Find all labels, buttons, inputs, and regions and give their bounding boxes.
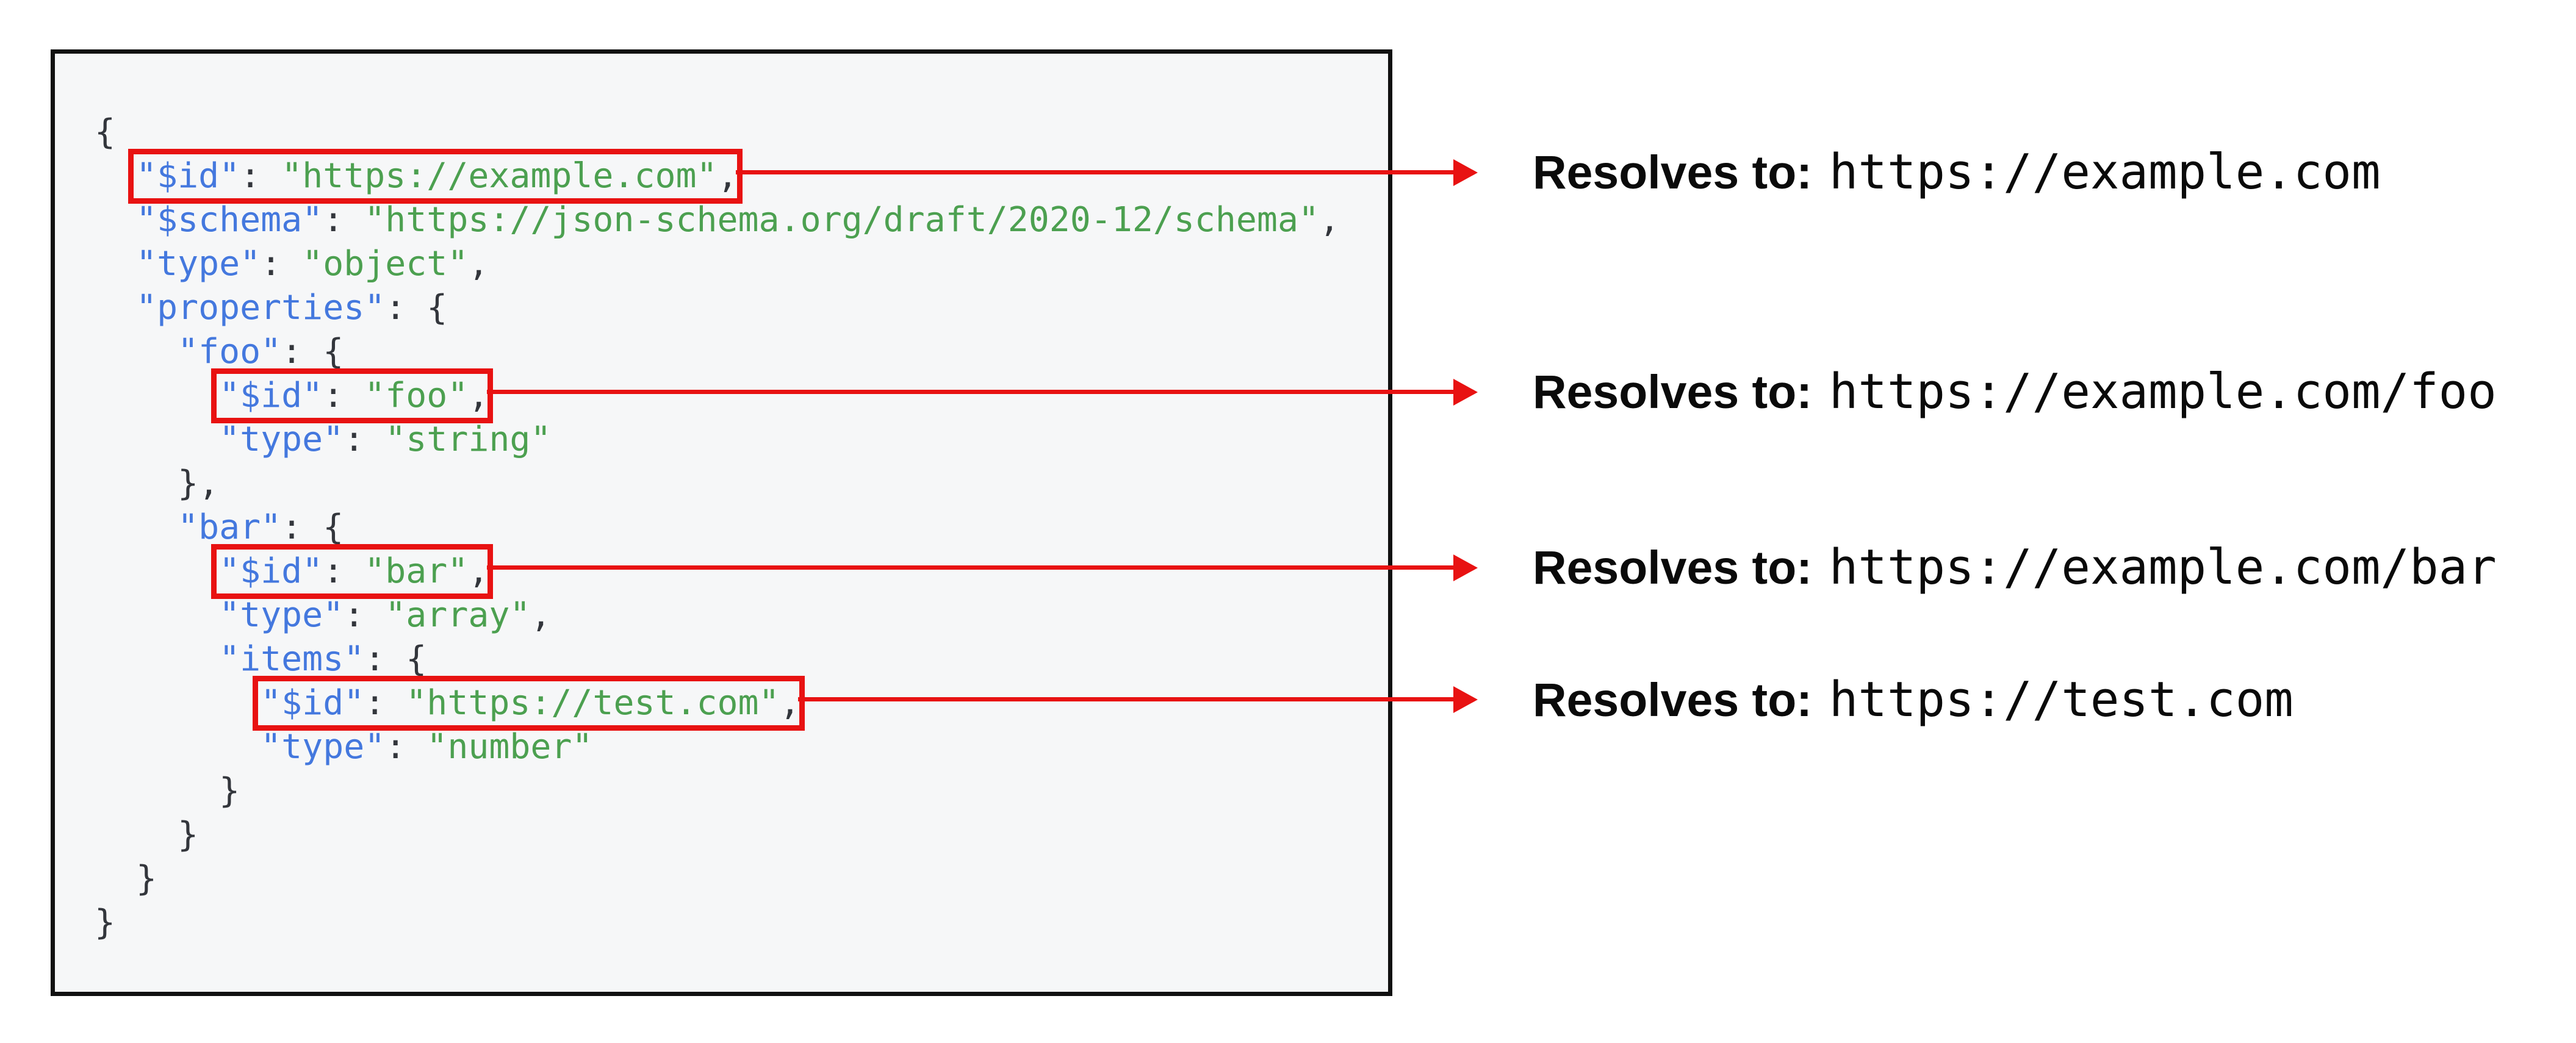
annotation-foo-id: Resolves to: https://example.com/foo	[1533, 364, 2497, 420]
code-token-punct: },	[178, 464, 220, 503]
code-token-punct: :	[323, 551, 365, 591]
code-line: }	[95, 857, 1340, 901]
code-token-punct: : {	[281, 507, 344, 547]
code-token-key: "type"	[136, 244, 261, 284]
code-token-string: "number"	[426, 727, 593, 767]
code-token-string: "https://test.com"	[406, 683, 780, 723]
code-token-key: "properties"	[136, 288, 386, 328]
code-line: "$id": "bar",	[95, 544, 1340, 599]
arrow-foo-id	[487, 390, 1453, 394]
code-token-string: "object"	[302, 244, 469, 284]
resolves-to-label: Resolves to:	[1533, 542, 1812, 594]
code: { "$id": "https://example.com", "$schema…	[95, 110, 1340, 945]
code-token-punct: : {	[364, 639, 427, 679]
code-token-key: "bar"	[178, 507, 282, 547]
resolved-uri: https://example.com	[1829, 144, 2381, 200]
resolves-to-label: Resolves to:	[1533, 366, 1812, 418]
code-line: }	[95, 813, 1340, 857]
code-token-punct: :	[323, 200, 365, 240]
code-token-punct: {	[95, 112, 116, 152]
code-token-key: "type"	[219, 595, 344, 635]
code-line: "$schema": "https://json-schema.org/draf…	[95, 198, 1340, 242]
annotation-root-id: Resolves to: https://example.com	[1533, 144, 2381, 200]
code-token-key: "$id"	[261, 683, 365, 723]
id-highlight-box: "$id": "https://example.com",	[128, 149, 743, 204]
code-token-key: "$schema"	[136, 200, 323, 240]
code-token-punct: ,	[530, 595, 552, 635]
code-token-string: "https://json-schema.org/draft/2020-12/s…	[364, 200, 1319, 240]
code-line: "type": "array",	[95, 593, 1340, 637]
code-token-punct: :	[240, 156, 282, 196]
code-line: "$id": "https://example.com",	[95, 149, 1340, 204]
code-token-key: "foo"	[178, 332, 282, 371]
code-token-punct: :	[364, 683, 406, 723]
code-line: "type": "number"	[95, 725, 1340, 769]
code-line: "properties": {	[95, 286, 1340, 330]
id-highlight-box: "$id": "https://test.com",	[253, 676, 805, 731]
code-token-punct: :	[344, 595, 386, 635]
resolves-to-label: Resolves to:	[1533, 146, 1812, 199]
json-schema-code-block: { "$id": "https://example.com", "$schema…	[51, 49, 1392, 996]
code-line: "foo": {	[95, 330, 1340, 374]
code-line: }	[95, 901, 1340, 945]
code-token-punct: ,	[779, 683, 801, 723]
code-token-punct: }	[136, 859, 157, 898]
code-token-punct: ,	[468, 551, 489, 591]
code-token-punct: }	[219, 771, 240, 811]
resolved-uri: https://test.com	[1829, 672, 2294, 728]
resolved-uri: https://example.com/foo	[1829, 364, 2497, 420]
code-line: "$id": "https://test.com",	[95, 676, 1340, 731]
code-token-string: "foo"	[364, 376, 469, 415]
code-token-string: "array"	[385, 595, 531, 635]
code-token-key: "type"	[261, 727, 386, 767]
code-token-string: "bar"	[364, 551, 469, 591]
annotation-bar-id: Resolves to: https://example.com/bar	[1533, 539, 2497, 595]
code-token-punct: ,	[468, 376, 489, 415]
code-line: "$id": "foo",	[95, 368, 1340, 423]
arrow-items-id	[798, 697, 1453, 701]
code-token-key: "$id"	[136, 156, 240, 196]
resolved-uri: https://example.com/bar	[1829, 539, 2497, 595]
annotation-items-id: Resolves to: https://test.com	[1533, 672, 2294, 728]
code-line: "bar": {	[95, 506, 1340, 550]
code-line: {	[95, 110, 1340, 154]
code-line: }	[95, 769, 1340, 813]
resolves-to-label: Resolves to:	[1533, 674, 1812, 726]
code-token-punct: : {	[281, 332, 344, 371]
id-highlight-box: "$id": "bar",	[211, 544, 494, 599]
code-token-punct: ,	[468, 244, 489, 284]
code-line: "type": "string"	[95, 418, 1340, 462]
code-token-string: "string"	[385, 420, 552, 459]
code-token-punct: :	[385, 727, 427, 767]
code-token-punct: ,	[1319, 200, 1340, 240]
code-token-key: "type"	[219, 420, 344, 459]
arrow-bar-id	[487, 565, 1453, 570]
code-token-punct: ,	[717, 156, 738, 196]
code-line: "type": "object",	[95, 242, 1340, 286]
code-token-key: "items"	[219, 639, 365, 679]
code-token-punct: :	[344, 420, 386, 459]
code-token-punct: :	[261, 244, 303, 284]
code-token-punct: : {	[385, 288, 448, 328]
code-line: "items": {	[95, 637, 1340, 681]
code-token-key: "$id"	[219, 551, 323, 591]
code-token-punct: }	[178, 815, 199, 855]
arrow-root-id	[736, 170, 1453, 174]
code-token-punct: }	[95, 903, 116, 942]
code-token-key: "$id"	[219, 376, 323, 415]
id-highlight-box: "$id": "foo",	[211, 368, 494, 423]
code-line: },	[95, 462, 1340, 506]
code-token-string: "https://example.com"	[281, 156, 718, 196]
code-token-punct: :	[323, 376, 365, 415]
